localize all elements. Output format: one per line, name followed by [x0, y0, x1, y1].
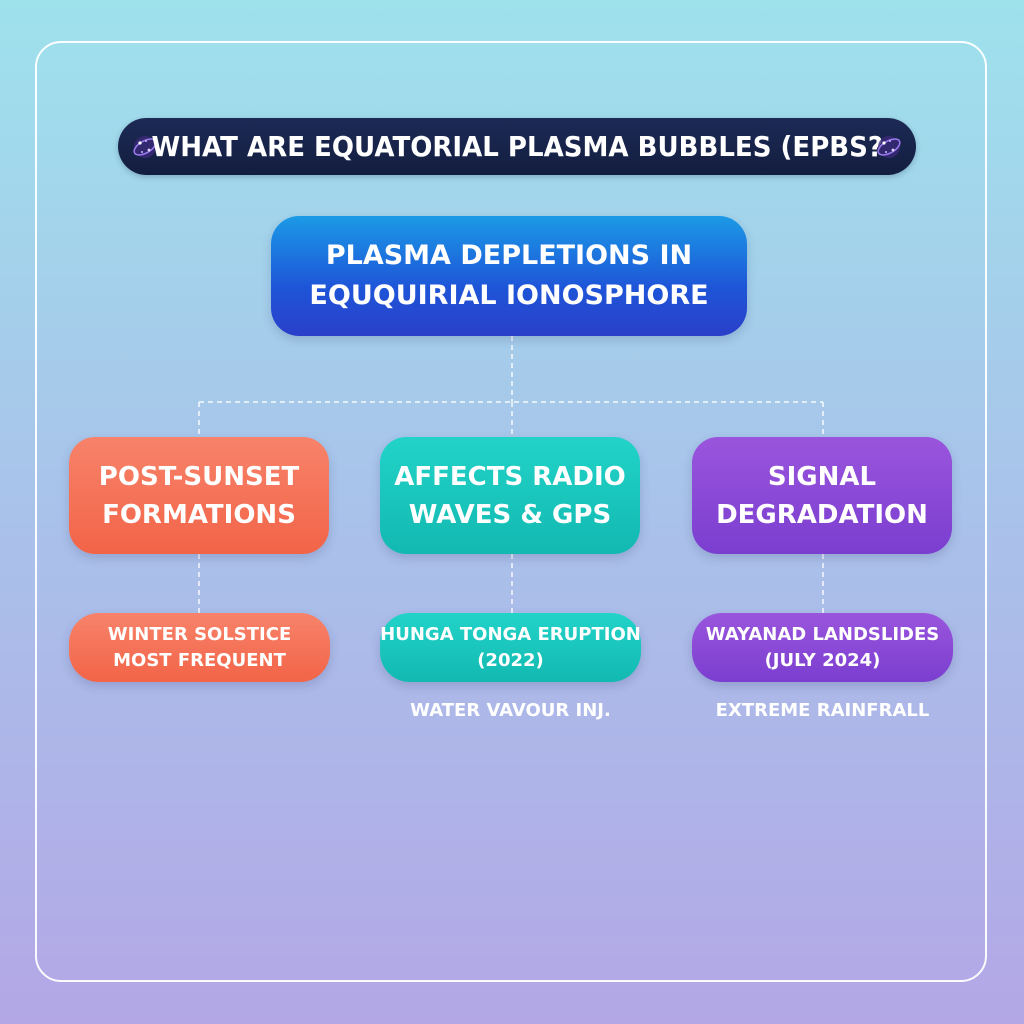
node-label-line1: AFFECTS RADIO — [394, 461, 626, 492]
root-node: PLASMA DEPLETIONS IN EQUQUIRIAL IONOSPHO… — [271, 216, 747, 336]
node-affects-radio: AFFECTS RADIO WAVES & GPS — [380, 437, 640, 554]
node-label-line2: DEGRADATION — [716, 499, 928, 530]
node-label-line2: FORMATIONS — [102, 499, 296, 530]
root-node-line2: EQUQUIRIAL IONOSPHORE — [309, 280, 709, 311]
outer-frame — [35, 41, 987, 982]
root-node-line1: PLASMA DEPLETIONS IN — [325, 240, 693, 271]
node-post-sunset: POST-SUNSET FORMATIONS — [69, 437, 329, 554]
node-hunga-tonga: HUNGA TONGA ERUPTION (2022) — [380, 613, 641, 682]
note-extreme-rainfall: EXTREME RAINFRALL — [715, 700, 930, 721]
node-winter-solstice: WINTER SOLSTICE MOST FREQUENT — [69, 613, 330, 682]
node-label-line1: SIGNAL — [767, 461, 877, 492]
node-label-line2: (JULY 2024) — [764, 649, 881, 671]
node-wayanad: WAYANAD LANDSLIDES (JULY 2024) — [692, 613, 953, 682]
galaxy-icon — [877, 136, 901, 158]
note-water-vapour: WATER VAVOUR INJ. — [410, 700, 611, 721]
node-label-line1: HUNGA TONGA ERUPTION — [380, 623, 641, 645]
node-label-line1: WINTER SOLSTICE — [107, 623, 292, 645]
title-banner: WHAT ARE EQUATORIAL PLASMA BUBBLES (EPBS… — [118, 118, 916, 175]
galaxy-icon — [133, 136, 157, 158]
node-label-line2: (2022) — [477, 649, 544, 671]
node-label-line1: POST-SUNSET — [98, 461, 300, 492]
node-label-line2: WAVES & GPS — [408, 499, 612, 530]
node-signal-degradation: SIGNAL DEGRADATION — [692, 437, 952, 554]
node-label-line2: MOST FREQUENT — [113, 649, 286, 671]
node-label-line1: WAYANAD LANDSLIDES — [705, 623, 940, 645]
page-title: WHAT ARE EQUATORIAL PLASMA BUBBLES (EPBS… — [151, 130, 883, 163]
